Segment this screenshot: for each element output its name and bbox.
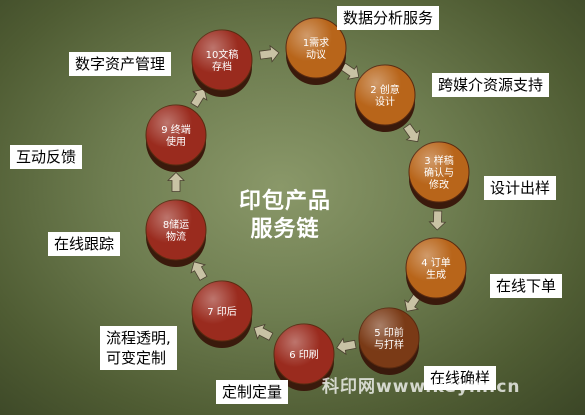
service-label-4: 在线下单: [490, 274, 563, 298]
service-label-2: 跨媒介资源支持: [432, 73, 550, 97]
service-label-1: 数据分析服务: [337, 6, 440, 30]
step-5-text-line-2: 与打样: [374, 338, 404, 351]
service-label-7: 流程透明, 可变定制: [100, 326, 177, 370]
step-disc-6: 6 印刷: [273, 323, 335, 391]
chain-arrow-1: [340, 62, 360, 80]
step-6-text-line-1: 6 印刷: [289, 349, 319, 361]
step-2-text-line-2: 设计: [375, 95, 395, 108]
service-label-6: 定制定量: [216, 380, 289, 404]
step-disc-7: 7 印后: [191, 280, 253, 348]
chain-arrow-6: [253, 323, 274, 341]
chain-arrow-5: [336, 337, 357, 356]
step-4-text-line-2: 生成: [426, 268, 446, 281]
step-3-text-line-1: 3 样稿: [424, 154, 454, 167]
center-title: 印包产品 服务链: [238, 189, 331, 242]
step-8-text-line-1: 8储运: [163, 218, 189, 231]
chain-arrow-8: [167, 171, 185, 192]
chain-arrow-2: [403, 123, 421, 143]
step-7-text-line-1: 7 印后: [207, 306, 237, 318]
service-label-3: 设计出样: [484, 176, 557, 200]
step-4-text-line-1: 4 订单: [421, 257, 451, 269]
chain-arrow-7: [190, 261, 208, 281]
step-1-text-line-2: 动议: [306, 49, 326, 61]
step-9-text-line-1: 9 终端: [161, 123, 191, 136]
step-3-text-line-3: 修改: [429, 178, 449, 191]
service-label-8: 在线跟踪: [48, 232, 121, 256]
chain-arrow-9: [190, 88, 208, 108]
step-1-text-line-1: 1需求: [303, 37, 329, 49]
step-3-text-line-2: 确认与: [424, 166, 454, 179]
step-9-text-line-2: 使用: [166, 135, 186, 148]
step-10-text-line-2: 存档: [212, 60, 232, 73]
step-10-text-line-1: 10文稿: [206, 48, 239, 61]
step-2-text-line-1: 2 创意: [370, 83, 400, 96]
chain-arrow-10: [259, 44, 280, 63]
service-label-9: 互动反馈: [10, 145, 83, 169]
service-label-5: 在线确样: [424, 366, 497, 390]
chain-arrow-3: [428, 210, 447, 231]
watermark: 科印网www.keyin.cn: [322, 377, 521, 397]
step-5-text-line-1: 5 印前: [374, 326, 404, 339]
service-label-10: 数字资产管理: [69, 52, 172, 76]
step-8-text-line-2: 物流: [166, 230, 186, 243]
